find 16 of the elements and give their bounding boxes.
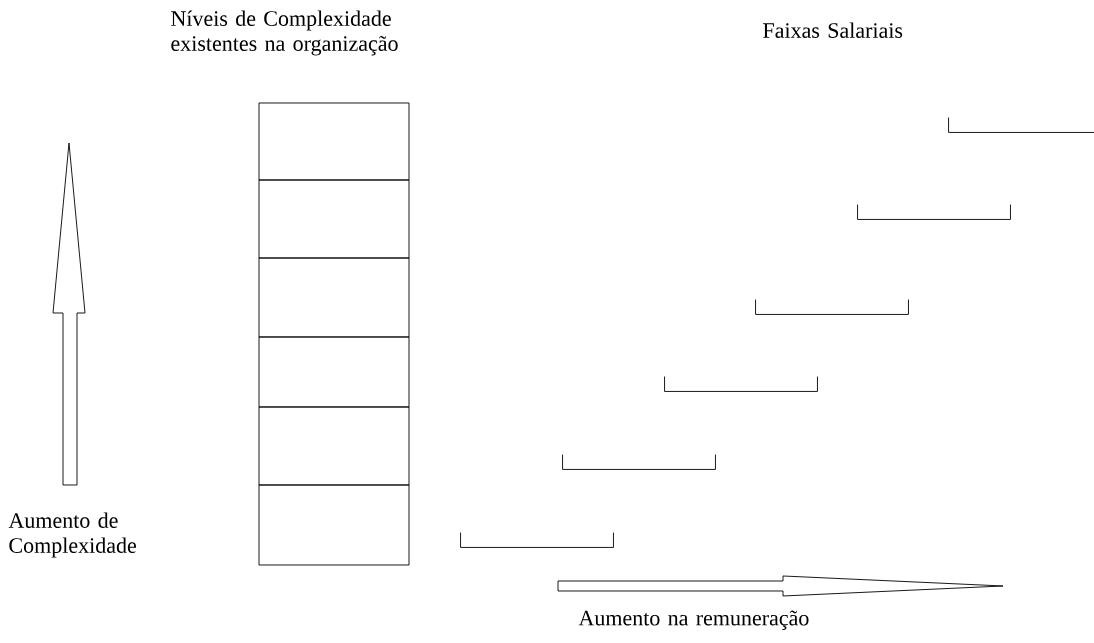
level-box [258, 179, 410, 259]
salary-band-bracket [562, 454, 716, 470]
label: Níveis de Complexidade existentes na organização [171, 10, 398, 56]
label: Faixas Salariais [763, 22, 903, 38]
salary-band-bracket [755, 299, 909, 315]
label: Aumento de Complexidade [8, 512, 136, 558]
salary-band-bracket [664, 376, 818, 392]
level-box [258, 257, 410, 338]
level-box [258, 484, 410, 566]
level-box [258, 406, 410, 486]
level-box [258, 102, 410, 181]
label: Aumento na remuneração [578, 610, 809, 630]
salary-band-bracket [948, 117, 1094, 133]
salary-band-bracket [460, 532, 614, 548]
level-box [258, 336, 410, 408]
salary-band-bracket [857, 204, 1011, 220]
